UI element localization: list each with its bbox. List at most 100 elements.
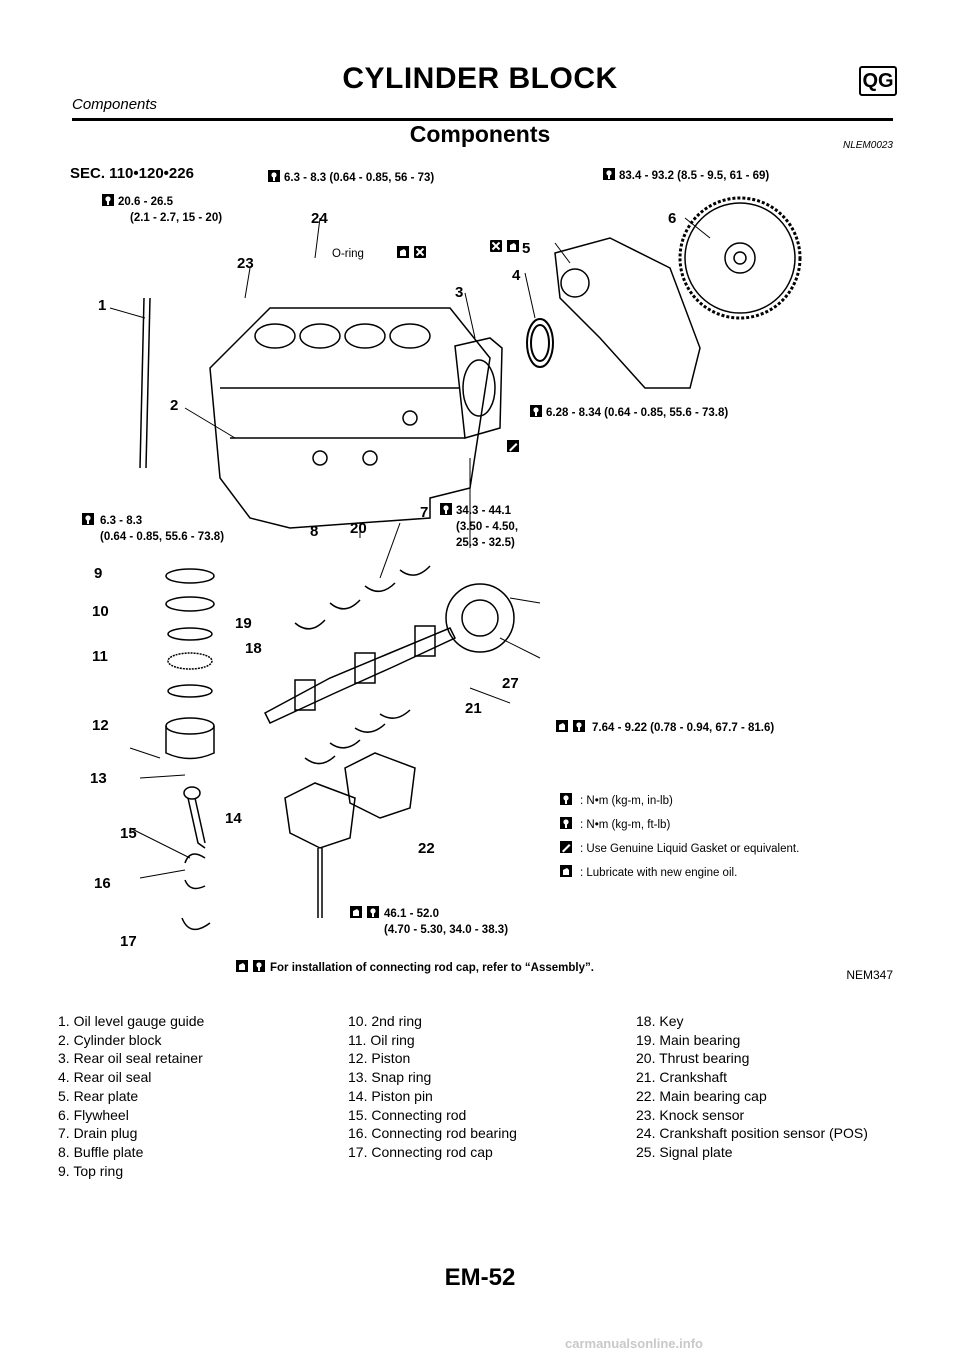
parts-list-item: 1. Oil level gauge guide <box>58 1013 205 1029</box>
callout-27: 27 <box>502 675 519 692</box>
main-bearing-caps-drawing <box>284 752 416 918</box>
rear-oil-seal-retainer-drawing <box>454 337 503 439</box>
page-header-title: CYLINDER BLOCK <box>342 62 618 95</box>
callout-24: 24 <box>311 210 328 227</box>
callout-21: 21 <box>465 700 482 717</box>
parts-list-item: 18. Key <box>636 1013 684 1029</box>
exploded-diagram: SEC. 110•120•226 20.6 - 26.5 (2.1 - 2.7,… <box>70 165 802 974</box>
callout-6: 6 <box>668 210 676 227</box>
torque-label-7: 7.64 - 9.22 (0.78 - 0.94, 67.7 - 81.6) <box>592 722 774 734</box>
torque-in-icon <box>268 170 280 182</box>
torque-ft-legend-icon <box>560 817 572 829</box>
torque-label-8b: (4.70 - 5.30, 34.0 - 38.3) <box>384 924 508 936</box>
lubricate-icon <box>397 246 409 258</box>
callout-2: 2 <box>170 397 178 414</box>
parts-list-item: 17. Connecting rod cap <box>348 1143 493 1160</box>
parts-list-item: 12. Piston <box>348 1050 411 1067</box>
parts-list-item: 5. Rear plate <box>58 1087 139 1104</box>
replace-icon <box>489 239 503 253</box>
connecting-rod-drawing <box>181 786 211 931</box>
torque-in-icon <box>530 405 542 417</box>
torque-in-icon <box>82 513 94 525</box>
lubricate-icon <box>350 906 362 918</box>
page-header-subtitle: Components <box>72 96 158 113</box>
callout-7: 7 <box>420 504 428 521</box>
install-note: For installation of connecting rod cap, … <box>270 962 594 974</box>
page-number: EM-52 <box>444 1264 516 1291</box>
header-rule <box>72 118 893 121</box>
callout-23: 23 <box>237 255 254 272</box>
parts-list-item: 20. Thrust bearing <box>636 1050 750 1067</box>
parts-list-column-3: 18. Key 19. Main bearing 20. Thrust bear… <box>636 1012 868 1162</box>
crankshaft-drawing <box>264 583 515 724</box>
callout-15: 15 <box>120 825 137 842</box>
lubricate-icon <box>507 240 519 252</box>
sec-label: SEC. 110•120•226 <box>70 165 194 182</box>
leader-lines <box>109 217 711 879</box>
lubricate-icon <box>236 960 248 972</box>
callout-13: 13 <box>90 770 107 787</box>
callout-5: 5 <box>522 240 530 257</box>
torque-in-icon <box>573 720 585 732</box>
liquid-gasket-legend-icon <box>560 841 572 853</box>
callout-20: 20 <box>350 520 367 537</box>
callout-10: 10 <box>92 603 109 620</box>
parts-list-item: 10. 2nd ring <box>348 1013 422 1029</box>
parts-list-item: 2. Cylinder block <box>58 1031 162 1048</box>
model-badge: QG <box>859 66 897 96</box>
legend-ft-lb: : N•m (kg-m, ft-lb) <box>580 819 670 831</box>
parts-list-item: 22. Main bearing cap <box>636 1087 767 1104</box>
callout-18: 18 <box>245 640 262 657</box>
legend-lubricate: : Lubricate with new engine oil. <box>580 867 737 879</box>
torque-label-6: 34.3 - 44.1 <box>456 505 512 517</box>
callout-8: 8 <box>310 523 318 540</box>
legend-gasket: : Use Genuine Liquid Gasket or equivalen… <box>580 843 799 855</box>
rear-plate-drawing <box>554 237 701 389</box>
parts-list-column-2: 10. 2nd ring 11. Oil ring 12. Piston 13.… <box>348 1012 517 1162</box>
flywheel-drawing <box>678 196 802 320</box>
parts-list-item: 14. Piston pin <box>348 1087 433 1104</box>
torque-ft-icon <box>367 906 379 918</box>
callout-1: 1 <box>98 297 106 314</box>
torque-label-1: 20.6 - 26.5 <box>118 196 174 208</box>
callout-11: 11 <box>92 648 108 665</box>
parts-list-item: 16. Connecting rod bearing <box>348 1125 517 1142</box>
bearings-drawing <box>294 565 431 765</box>
parts-list-item: 25. Signal plate <box>636 1143 733 1160</box>
torque-label-5b: (0.64 - 0.85, 55.6 - 73.8) <box>100 531 224 543</box>
torque-in-legend-icon <box>560 793 572 805</box>
torque-ft-icon <box>253 960 265 972</box>
figure-reference: NEM347 <box>846 968 893 982</box>
parts-list-item: 23. Knock sensor <box>636 1106 745 1123</box>
section-code: NLEM0023 <box>842 140 893 151</box>
callout-14: 14 <box>225 810 242 827</box>
callout-17: 17 <box>120 933 137 950</box>
callout-19: 19 <box>235 615 252 632</box>
cylinder-block-drawing <box>209 307 491 529</box>
parts-list-item: 13. Snap ring <box>348 1069 432 1086</box>
torque-ft-icon <box>102 194 114 206</box>
parts-list-item: 4. Rear oil seal <box>58 1069 152 1086</box>
liquid-gasket-icon <box>507 440 519 452</box>
o-ring-label: O-ring <box>332 248 364 260</box>
piston-rings-drawing <box>165 568 215 760</box>
parts-list-item: 19. Main bearing <box>636 1031 741 1048</box>
callout-3: 3 <box>455 284 463 301</box>
replace-icon <box>413 245 427 259</box>
torque-label-8: 46.1 - 52.0 <box>384 908 439 920</box>
parts-list-item: 11. Oil ring <box>348 1031 415 1048</box>
legend-in-lb: : N•m (kg-m, in-lb) <box>580 795 673 807</box>
torque-label-3: 83.4 - 93.2 (8.5 - 9.5, 61 - 69) <box>619 170 769 182</box>
parts-list-item: 7. Drain plug <box>58 1125 138 1142</box>
section-title: Components <box>409 121 551 147</box>
callout-4: 4 <box>512 267 521 284</box>
torque-label-2: 6.3 - 8.3 (0.64 - 0.85, 56 - 73) <box>284 172 434 184</box>
torque-label-6c: 25.3 - 32.5) <box>456 537 515 549</box>
parts-list-item: 9. Top ring <box>58 1162 124 1179</box>
callout-12: 12 <box>92 717 109 734</box>
parts-list-item: 24. Crankshaft position sensor (POS) <box>636 1125 868 1142</box>
callouts: 1 2 3 4 5 6 7 8 9 10 11 12 13 14 15 16 1… <box>90 210 676 950</box>
oil-gauge-guide-drawing <box>139 297 151 469</box>
parts-list-column-1: 1. Oil level gauge guide 2. Cylinder blo… <box>58 1012 204 1180</box>
parts-list-item: 6. Flywheel <box>58 1106 129 1123</box>
